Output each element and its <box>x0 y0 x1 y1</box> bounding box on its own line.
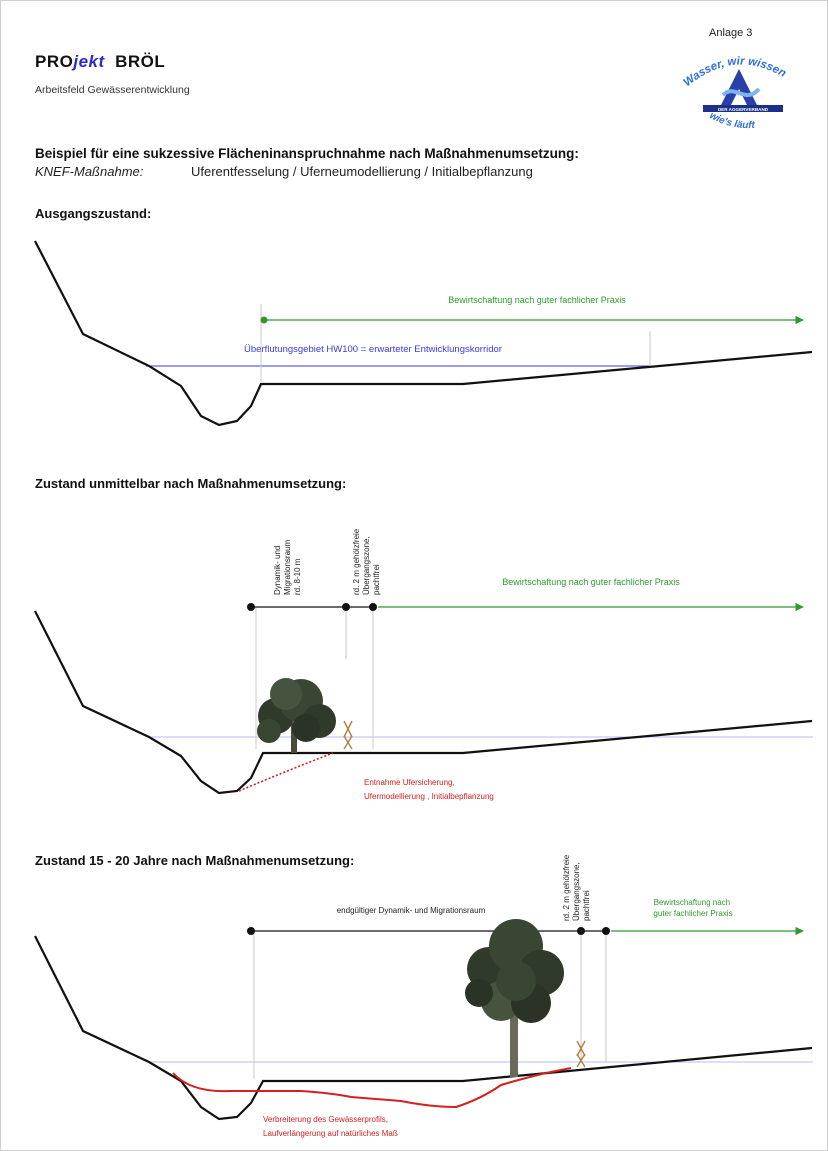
logo-band-text: DER AGGERVERBAND <box>718 107 769 112</box>
management-start-dot <box>260 316 268 324</box>
knef-label: KNEF-Maßnahme: <box>35 164 144 179</box>
knef-value: Uferentfesselung / Uferneumodellierung /… <box>191 164 533 179</box>
transition-zone-label: rd. 2 m gehölzfreie Übergangszone, pacht… <box>352 527 381 596</box>
project-title: PROjekt BRÖL <box>35 52 165 72</box>
tree-icon <box>465 919 564 1077</box>
dynamic-space-label: Dynamik- und Migrationsraum rd. 8-10 m <box>273 538 302 595</box>
fence-marker-icon <box>343 720 353 750</box>
management-label: Bewirtschaftung nach guter fachlicher Pr… <box>448 295 626 305</box>
dimension-dot <box>342 603 350 611</box>
management-label: Bewirtschaftung nach guter fachlicher Pr… <box>502 577 680 587</box>
tree-icon <box>257 678 336 753</box>
aggerverband-logo: Wasser, wir wissen DER AGGERVERBAND wie'… <box>682 55 789 131</box>
dimension-dot <box>247 927 255 935</box>
section-title-initial: Ausgangszustand: <box>35 206 152 221</box>
section-title-15-20-years: Zustand 15 - 20 Jahre nach Maßnahmenumse… <box>35 853 355 868</box>
dimension-dot <box>247 603 255 611</box>
final-dynamic-space-label: endgültiger Dynamik- und Migrationsraum <box>337 906 486 915</box>
section-title-after-measure: Zustand unmittelbar nach Maßnahmenumsetz… <box>35 476 347 491</box>
project-name: BRÖL <box>115 52 166 71</box>
measure-note: Entnahme Ufersicherung, Ufermodellierung… <box>364 778 494 801</box>
management-label: Bewirtschaftung nach guter fachlicher Pr… <box>653 898 732 918</box>
diagram-initial: Bewirtschaftung nach guter fachlicher Pr… <box>34 240 813 427</box>
diagram-after-measure: Dynamik- und Migrationsraum rd. 8-10 m r… <box>34 527 813 801</box>
example-heading: Beispiel für eine sukzessive Flächeninan… <box>35 146 579 161</box>
development-note: Verbreiterung des Gewässerprofils, Laufv… <box>263 1115 398 1138</box>
project-prefix: PRO <box>35 52 74 71</box>
dimension-dot <box>602 927 610 935</box>
flood-label: Überflutungsgebiet HW100 = erwarteter En… <box>244 344 502 355</box>
transition-zone-label: rd. 2 m gehölzfreie Übergangszone, pacht… <box>562 853 591 922</box>
widened-river-profile <box>172 1067 572 1109</box>
terrain-profile <box>34 240 813 427</box>
logo-mark <box>719 69 759 109</box>
dimension-dot <box>369 603 377 611</box>
terrain-profile <box>34 935 813 1121</box>
project-italic: jekt <box>73 52 105 71</box>
terrain-profile <box>34 610 813 795</box>
project-subtitle: Arbeitsfeld Gewässerentwicklung <box>35 84 190 96</box>
attachment-label: Anlage 3 <box>709 27 753 39</box>
logo-band <box>703 105 783 112</box>
fence-marker-icon <box>576 1040 586 1068</box>
dimension-dot <box>577 927 585 935</box>
diagram-15-20-years: endgültiger Dynamik- und Migrationsraum … <box>34 853 813 1138</box>
